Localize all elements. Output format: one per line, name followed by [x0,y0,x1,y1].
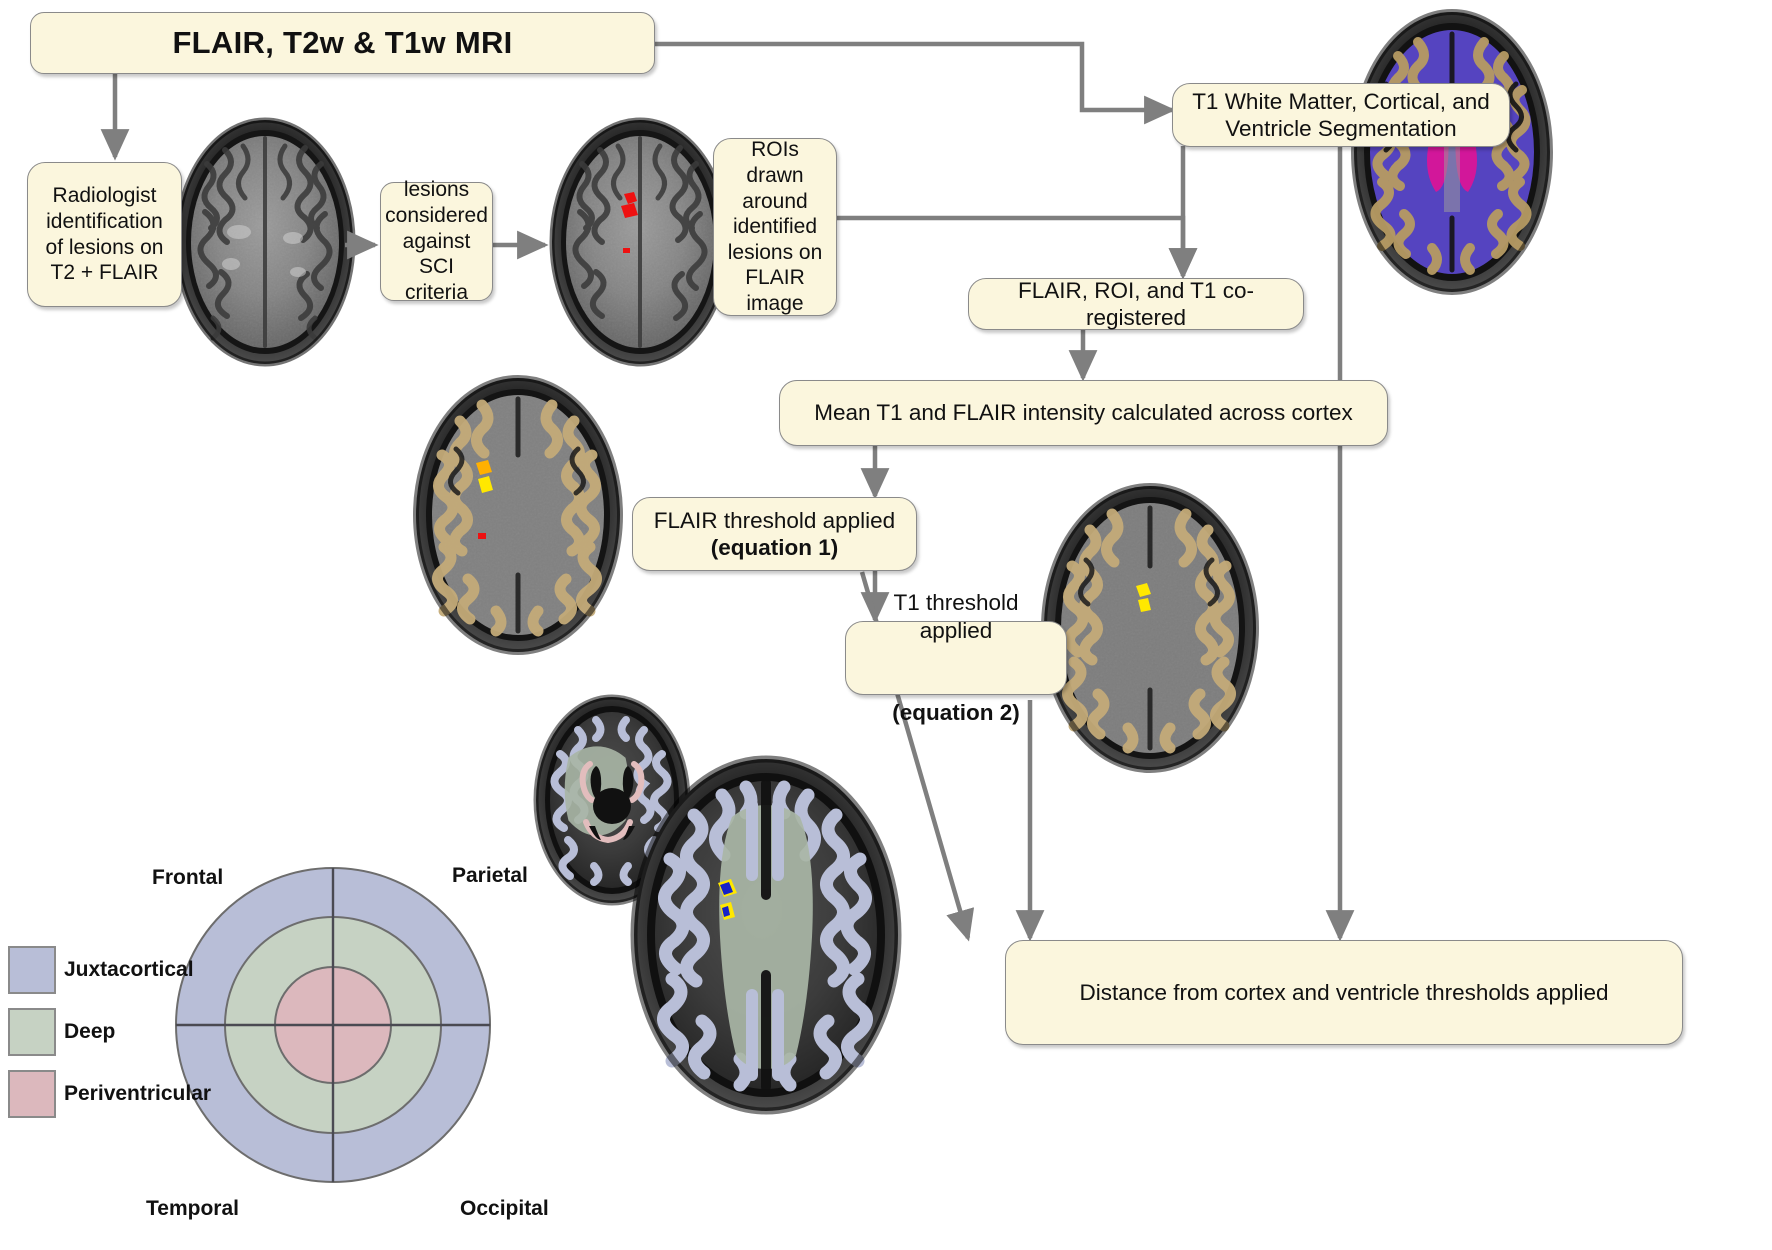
box-coregistered-text: FLAIR, ROI, and T1 co-registered [1018,277,1254,330]
quadrant-label-frontal: Frontal [152,866,224,889]
deep-band [719,805,813,1069]
legend-swatch-juxtacortical [8,946,56,994]
box-title-text: FLAIR, T2w & T1w MRI [172,25,513,61]
lesion-threshold-markers [1136,583,1151,612]
brain-t1-threshold-overlay [1041,483,1259,773]
box-t1-segmentation-text: T1 White Matter, Cortical, and Ventricle… [1192,88,1490,141]
box-sci-criteria-text: lesions considered against SCI criteria [385,178,488,304]
box-radiologist: Radiologist identification of lesions on… [27,162,182,307]
lesion-roi-markers [621,192,638,253]
quadrant-label-occipital: Occipital [460,1197,549,1220]
legend-swatch-periventricular [8,1070,56,1118]
brain-t1-segmentation-overlay [1351,9,1553,295]
periventricular-band [579,761,645,844]
brain-distance-map-large [630,755,902,1115]
box-distance-thresholds: Distance from cortex and ventricle thres… [1005,940,1683,1045]
box-mean-intensity-text: Mean T1 and FLAIR intensity calculated a… [814,400,1353,426]
cortex-ribbon [1062,508,1236,754]
box-distance-thresholds-text: Distance from cortex and ventricle thres… [1079,979,1609,1005]
legend-label-juxtacortical: Juxtacortical [64,958,194,981]
quadrant-crosshair [176,868,490,1182]
box-flair-threshold-line1: FLAIR threshold applied [653,507,896,533]
cortex-ribbon [432,399,602,637]
lesion-final-markers [718,879,737,920]
box-flair-threshold: FLAIR threshold applied (equation 1) [632,497,917,571]
lesion-location-legend-diagram [175,867,491,1183]
lesion-threshold-markers [476,460,493,539]
box-t1-threshold-line2: (equation 2) [892,700,1020,726]
brain-flair-threshold-overlay [413,375,623,655]
box-title: FLAIR, T2w & T1w MRI [30,12,655,74]
box-radiologist-text: Radiologist identification of lesions on… [45,184,164,285]
juxtacortical-band [657,780,873,1092]
box-flair-threshold-line2: (equation 1) [710,535,839,560]
legend-label-periventricular: Periventricular [64,1082,212,1105]
juxtacortical-band [550,716,672,886]
box-t1-threshold: T1 threshold applied (equation 2) [845,590,1067,725]
ventricle-csf [589,766,635,840]
box-coregistered: FLAIR, ROI, and T1 co-registered [968,278,1304,330]
box-rois-drawn: ROIs drawn around identified lesions on … [713,138,837,316]
brain-flair-axial-plain [174,117,356,367]
brain-distance-map-small [533,694,691,906]
box-t1-threshold-stack: T1 threshold applied (equation 2) [858,562,1054,754]
legend-label-deep: Deep [64,1020,116,1043]
box-t1-segmentation: T1 White Matter, Cortical, and Ventricle… [1172,83,1510,147]
legend-swatch-deep [8,1008,56,1056]
box-rois-drawn-text: ROIs drawn around identified lesions on … [727,138,823,316]
box-t1-threshold-line1: T1 threshold applied [893,590,1019,643]
quadrant-label-temporal: Temporal [146,1197,239,1220]
brain-flair-axial-lesions-red [549,117,731,367]
box-mean-intensity: Mean T1 and FLAIR intensity calculated a… [779,380,1388,446]
box-sci-criteria: lesions considered against SCI criteria [380,178,493,304]
quadrant-label-parietal: Parietal [452,864,528,887]
